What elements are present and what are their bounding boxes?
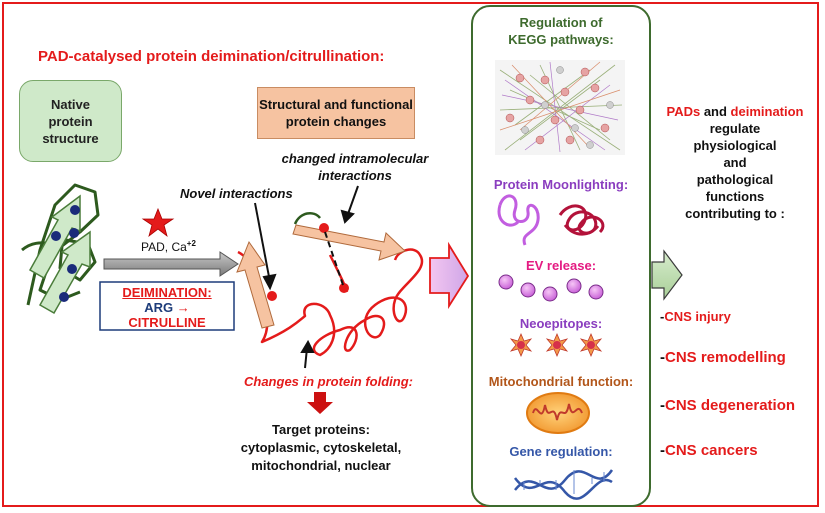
moonlighting-label: Protein Moonlighting:	[493, 177, 629, 192]
mitochondrial-label: Mitochondrial function:	[488, 374, 634, 389]
targets-line-1: Target proteins:	[272, 422, 370, 437]
outcome-cns-remodelling: -CNS remodelling	[660, 349, 786, 366]
pad-label: PAD, Ca+2	[141, 239, 196, 254]
ev-release-label: EV release:	[525, 258, 597, 273]
deimination-box: DEIMINATION: ARG → CITRULLINE	[100, 285, 234, 330]
reaction-arrow	[103, 251, 239, 277]
native-protein-box: Native protein structure	[19, 80, 122, 162]
output-arrow	[651, 249, 683, 301]
pad-text: PAD, Ca	[141, 240, 187, 254]
and-word: and	[700, 104, 731, 119]
right-line-6: contributing to :	[685, 206, 785, 221]
annotation-arrows	[254, 185, 359, 369]
arg-arrow: →	[176, 300, 190, 315]
vesicle-icon	[498, 274, 604, 302]
outcome-dash: -	[660, 397, 665, 414]
dna-helix-icon	[513, 469, 614, 500]
outcome-dash: -	[660, 309, 665, 324]
deimination-word: deimination	[730, 104, 804, 119]
right-line-1: regulate	[709, 121, 761, 136]
novel-interactions-label: Novel interactions	[180, 186, 293, 201]
outcome-cns-degeneration: -CNS degeneration	[660, 397, 795, 414]
right-line-3: and	[723, 155, 747, 170]
arg-line: ARG →	[100, 300, 234, 315]
intramolecular-line-1: changed intramolecular	[281, 151, 429, 166]
right-summary: PADs and deimination regulate physiologi…	[656, 103, 814, 222]
outcome-text: CNS degeneration	[665, 397, 796, 414]
targets-line-3: mitochondrial, nuclear	[251, 458, 391, 473]
protein-network-icon	[495, 60, 625, 155]
kegg-title: Regulation of KEGG pathways:	[474, 14, 648, 48]
red-star-icon	[141, 207, 175, 238]
outcome-text: CNS cancers	[665, 442, 758, 459]
intramolecular-label: changed intramolecular interactions	[270, 150, 440, 184]
pad-superscript: +2	[186, 239, 196, 248]
pads-word: PADs	[666, 104, 701, 119]
outcome-text: CNS remodelling	[665, 349, 786, 366]
gene-regulation-label: Gene regulation:	[509, 444, 613, 459]
intramolecular-line-2: interactions	[318, 168, 392, 183]
protein-changes-box: Structural and functional protein change…	[257, 87, 415, 139]
outcome-cns-cancers: -CNS cancers	[660, 442, 758, 459]
modified-protein-icon	[236, 211, 424, 357]
targets-line-2: cytoplasmic, cytoskeletal,	[240, 440, 402, 455]
deimination-heading: DEIMINATION:	[122, 285, 212, 300]
citrulline-text: CITRULLINE	[128, 315, 206, 330]
outcome-dash: -	[660, 442, 665, 459]
target-proteins: Target proteins: cytoplasmic, cytoskelet…	[226, 421, 416, 475]
down-arrow	[307, 392, 333, 414]
native-line-3: structure	[42, 130, 99, 146]
big-arrow	[429, 241, 470, 310]
kegg-title-line-1: Regulation of	[519, 15, 603, 30]
neoepitopes-label: Neoepitopes:	[519, 316, 603, 331]
neoepitope-icon	[509, 332, 603, 358]
kegg-title-line-2: KEGG pathways:	[508, 32, 614, 47]
arg-text: ARG	[144, 300, 174, 315]
native-line-2: protein	[48, 113, 93, 129]
outcome-cns-injury: -CNS injury	[660, 309, 731, 324]
native-protein-icon	[21, 183, 100, 315]
native-line-1: Native	[50, 96, 90, 112]
right-line-5: functions	[705, 189, 765, 204]
right-line-4: pathological	[696, 172, 774, 187]
outcome-dash: -	[660, 349, 665, 366]
outcome-text: CNS injury	[664, 309, 731, 324]
figure-title: PAD-catalysed protein deimination/citrul…	[38, 48, 385, 65]
changes-line-1: Structural and functional	[259, 97, 413, 112]
right-line-2: physiological	[693, 138, 777, 153]
mitochondrion-icon	[526, 392, 590, 434]
right-line-0: PADs and deimination	[656, 103, 814, 120]
moonlighting-protein-icon	[497, 194, 605, 246]
changes-line-2: protein changes	[285, 114, 387, 129]
folding-label: Changes in protein folding:	[244, 374, 413, 389]
deimination-box-frame	[99, 281, 235, 331]
figure-frame	[2, 2, 819, 507]
